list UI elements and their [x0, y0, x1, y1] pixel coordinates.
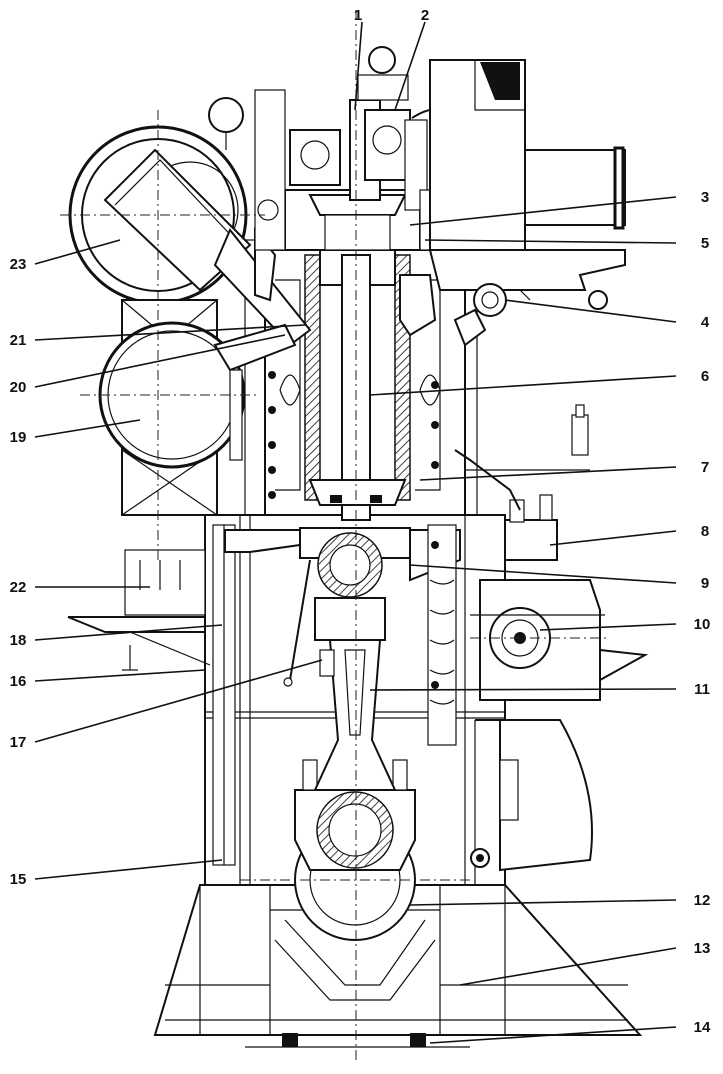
callout-9: 9	[701, 575, 709, 592]
callout-23: 23	[10, 256, 27, 273]
callout-3: 3	[701, 189, 709, 206]
callout-10: 10	[694, 616, 711, 633]
callout-5: 5	[701, 235, 709, 252]
callout-2: 2	[421, 7, 429, 24]
cylinder-head	[284, 46, 626, 511]
callout-13: 13	[694, 940, 711, 957]
callout-8: 8	[701, 523, 709, 540]
center-lines	[60, 10, 610, 1060]
callout-14: 14	[694, 1019, 711, 1036]
crankcase	[204, 514, 593, 941]
callout-21: 21	[10, 332, 27, 349]
callout-12: 12	[694, 892, 711, 909]
callout-19: 19	[10, 429, 27, 446]
callout-7: 7	[701, 459, 709, 476]
callout-20: 20	[10, 379, 27, 396]
callout-1: 1	[354, 7, 362, 24]
gallery-platform	[67, 549, 211, 671]
callout-15: 15	[10, 871, 27, 888]
turbocharger	[68, 89, 312, 347]
callout-16: 16	[10, 673, 27, 690]
callout-22: 22	[10, 579, 27, 596]
callout-4: 4	[701, 314, 710, 331]
callout-17: 17	[10, 734, 27, 751]
callout-18: 18	[10, 632, 27, 649]
callout-labels: 1 2 3 5 4 6 7 8 9 10 11 12 13 14 15 16 1…	[10, 7, 711, 1036]
leader-lines	[34, 21, 677, 1044]
callout-6: 6	[701, 368, 709, 385]
callout-11: 11	[694, 681, 710, 698]
